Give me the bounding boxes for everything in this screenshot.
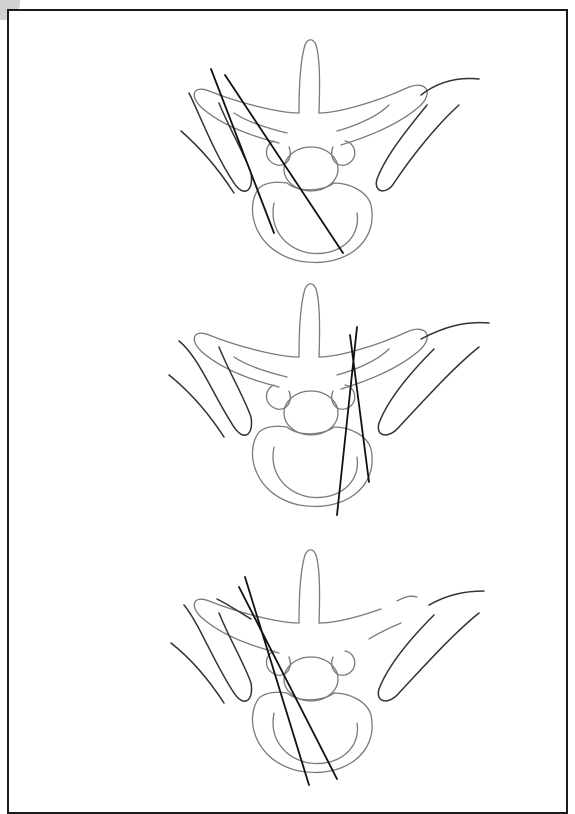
vertebra-outline	[194, 550, 417, 773]
vertebra-panel-middle	[159, 277, 499, 517]
vertebra-drawing-bottom	[159, 543, 499, 783]
vertebra-outline	[194, 284, 427, 507]
vertebra-drawing-top	[159, 33, 499, 273]
screw-trajectories	[211, 69, 343, 253]
trajectory-line	[211, 69, 274, 233]
trajectory-line	[350, 335, 369, 482]
screw-trajectories	[337, 327, 369, 515]
trajectory-line	[225, 75, 343, 253]
vertebra-panel-bottom	[159, 543, 499, 783]
rib-outlines	[181, 79, 479, 193]
rib-outlines	[171, 591, 484, 703]
figure-frame	[7, 9, 568, 814]
vertebra-drawing-middle	[159, 277, 499, 517]
vertebra-panel-top	[159, 33, 499, 273]
rib-outlines	[169, 323, 489, 437]
trajectory-line	[239, 587, 337, 779]
